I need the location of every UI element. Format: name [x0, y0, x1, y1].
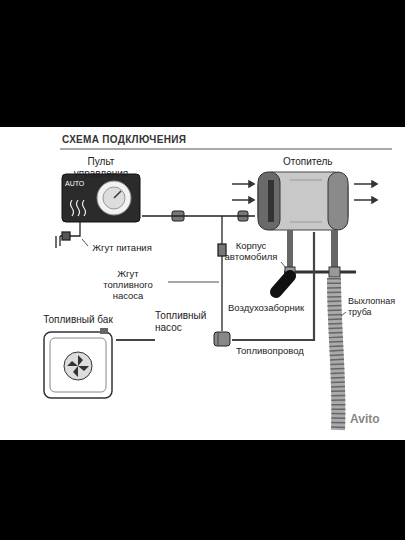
- fuel-tank: [44, 328, 112, 398]
- node-heading: Топливный насос: [155, 310, 211, 334]
- exhaust-hose-ribs: [334, 278, 338, 430]
- fuel-pump: [214, 332, 230, 346]
- heater-node: Отопитель: [255, 156, 350, 232]
- node-heading: Топливный бак: [40, 314, 116, 326]
- exhaust-pipe: [331, 230, 338, 272]
- intake-pipe: [287, 230, 293, 272]
- sheet: [0, 127, 405, 440]
- part-label: Жгут питания: [90, 242, 154, 253]
- part-label: Топливопровод: [236, 345, 310, 356]
- heater: [258, 172, 348, 230]
- exhaust-hose: [334, 278, 338, 430]
- part-label: Воздухозаборник: [228, 302, 312, 313]
- diagram-title: СХЕМА ПОДКЛЮЧЕНИЯ: [62, 134, 186, 145]
- node-heading: Отопитель: [283, 156, 343, 168]
- air-flow-arrow: [232, 181, 377, 203]
- control-harness: [142, 215, 255, 217]
- leader-line: [341, 312, 346, 316]
- air-intake-hose: [276, 276, 290, 292]
- fuel-line: [116, 339, 155, 341]
- fuel-pump-node: Топливный насос: [155, 310, 232, 348]
- fuel-tank-node: Топливный бак: [40, 314, 116, 400]
- part-label: Жгут топливного насоса: [92, 268, 164, 301]
- leader-line: [281, 262, 286, 268]
- control-panel: [62, 174, 140, 222]
- part-label: Выхлопная труба: [348, 296, 398, 318]
- node-heading: Пульт управления: [60, 156, 142, 180]
- part-label: Корпус автомобиля: [222, 240, 280, 262]
- panel-mark: AUTO: [65, 178, 93, 189]
- control-panel-node: Пульт управления: [60, 156, 142, 224]
- power-harness: [56, 222, 88, 248]
- grommet: [329, 267, 340, 277]
- title-rule: [60, 149, 392, 150]
- watermark: Avito: [350, 414, 400, 425]
